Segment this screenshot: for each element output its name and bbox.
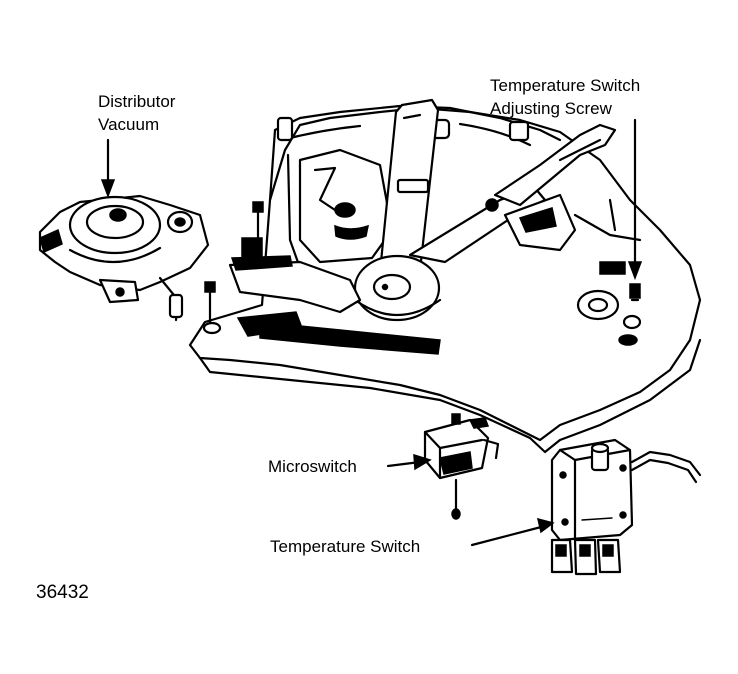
distributor-vacuum-unit bbox=[38, 194, 210, 322]
label-distributor: Distributor bbox=[98, 92, 176, 111]
label-microswitch: Microswitch bbox=[268, 457, 357, 476]
label-temperature-switch: Temperature Switch bbox=[270, 537, 420, 556]
microswitch-part bbox=[423, 413, 500, 520]
temperature-switch-part bbox=[550, 438, 702, 576]
figure-number: 36432 bbox=[36, 582, 89, 603]
label-vacuum: Vacuum bbox=[98, 115, 159, 134]
curved-lever bbox=[493, 123, 617, 207]
leader-lines bbox=[100, 118, 643, 547]
base-plate-assembly bbox=[188, 98, 702, 454]
label-temp-switch-screw-1: Temperature Switch bbox=[490, 76, 640, 95]
label-temp-switch-screw-2: Adjusting Screw bbox=[490, 99, 613, 118]
adjusting-screw bbox=[629, 283, 641, 302]
